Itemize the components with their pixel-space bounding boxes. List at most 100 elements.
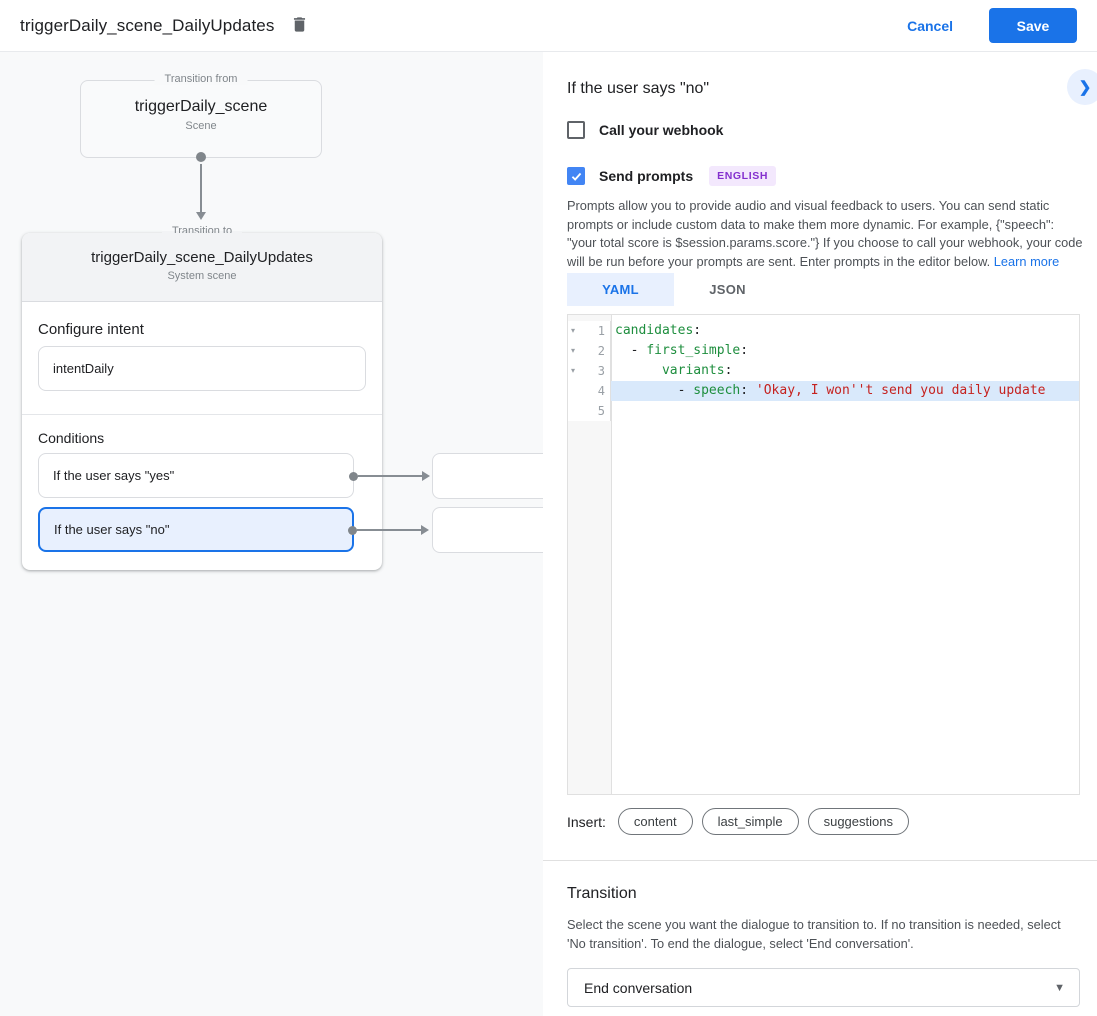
- page-title: triggerDaily_scene_DailyUpdates: [20, 15, 275, 35]
- cancel-button[interactable]: Cancel: [907, 17, 953, 34]
- code-text: variants:: [611, 361, 1079, 381]
- code-text: [611, 401, 1079, 421]
- line-gutter: 4: [568, 381, 611, 401]
- dropdown-arrow-icon: ▼: [1054, 981, 1065, 994]
- line-gutter: ▾1: [568, 321, 611, 341]
- save-button[interactable]: Save: [989, 8, 1077, 43]
- intent-name: intentDaily: [53, 361, 114, 376]
- editor-tabs: YAML JSON: [567, 273, 781, 306]
- code-line[interactable]: ▾3 variants:: [568, 361, 1079, 381]
- code-token: :: [693, 323, 702, 338]
- transition-heading: Transition: [567, 885, 637, 902]
- code-token: -: [615, 343, 647, 358]
- connector-dot: [348, 525, 357, 535]
- code-token: :: [740, 343, 749, 358]
- fold-arrow-icon[interactable]: ▾: [571, 326, 576, 335]
- code-token: [615, 363, 662, 378]
- configure-intent-heading: Configure intent: [38, 321, 144, 338]
- line-number: 4: [597, 384, 605, 398]
- line-gutter: ▾3: [568, 361, 611, 381]
- condition-label: If the user says "no": [54, 522, 170, 537]
- condition-row[interactable]: If the user says "no": [38, 507, 429, 552]
- transition-to-card: Transition to triggerDaily_scene_DailyUp…: [22, 225, 430, 570]
- transition-arrow: [358, 470, 430, 481]
- scene-graph-canvas: Transition from triggerDaily_scene Scene…: [0, 52, 543, 1016]
- language-badge: ENGLISH: [709, 166, 776, 186]
- conditions-heading: Conditions: [38, 430, 105, 446]
- code-token: variants: [661, 363, 725, 378]
- from-scene-name: triggerDaily_scene: [134, 98, 268, 115]
- send-prompts-checkbox[interactable]: [567, 167, 585, 185]
- transition-from-label: Transition from: [154, 73, 248, 85]
- transition-target-box[interactable]: [432, 507, 543, 553]
- check-icon: [571, 172, 581, 181]
- connector-dot: [196, 152, 206, 162]
- prompts-description: Prompts allow you to provide audio and v…: [567, 197, 1084, 271]
- learn-more-link[interactable]: Learn more: [993, 253, 1060, 269]
- send-prompts-label: Send prompts: [599, 168, 694, 184]
- insert-chip-last_simple[interactable]: last_simple: [701, 808, 799, 835]
- to-scene-type: System scene: [167, 270, 237, 282]
- code-line[interactable]: 5: [568, 401, 1079, 421]
- insert-chip-content[interactable]: content: [617, 808, 693, 835]
- connector-dot: [349, 471, 358, 481]
- fold-arrow-icon[interactable]: ▾: [571, 346, 576, 355]
- from-scene-type: Scene: [185, 120, 217, 132]
- collapse-panel-button[interactable]: ❯: [1067, 69, 1097, 105]
- code-text: - first_simple:: [611, 341, 1079, 361]
- transition-select-value: End conversation: [584, 979, 693, 996]
- to-scene-name: triggerDaily_scene_DailyUpdates: [91, 249, 313, 266]
- code-token: speech: [693, 383, 741, 398]
- line-gutter: 5: [568, 401, 611, 421]
- trash-icon: [290, 15, 309, 37]
- scene-card-header[interactable]: triggerDaily_scene_DailyUpdates System s…: [22, 233, 382, 302]
- insert-chips: content last_simple suggestions: [617, 808, 918, 835]
- chevron-right-icon: ❯: [1078, 79, 1092, 96]
- code-token: :: [740, 383, 756, 398]
- code-token: candidates: [615, 323, 694, 338]
- condition-label: If the user says "yes": [53, 468, 175, 483]
- code-text: candidates:: [611, 321, 1079, 341]
- insert-row: Insert: content last_simple suggestions: [567, 808, 918, 835]
- insert-chip-suggestions[interactable]: suggestions: [807, 808, 909, 835]
- code-line[interactable]: 4 - speech: 'Okay, I won''t send you dai…: [568, 381, 1079, 401]
- transition-select[interactable]: End conversation ▼: [567, 968, 1080, 1007]
- code-token: :: [724, 363, 733, 378]
- code-token: first_simple: [646, 343, 741, 358]
- transition-arrow-line: [200, 164, 202, 214]
- code-token: -: [615, 383, 694, 398]
- top-bar: triggerDaily_scene_DailyUpdates Cancel S…: [0, 0, 1097, 52]
- condition-row[interactable]: If the user says "yes": [38, 453, 430, 498]
- transition-target-box[interactable]: [432, 453, 543, 499]
- panel-title: If the user says "no": [567, 80, 710, 97]
- prompts-description-text: Prompts allow you to provide audio and v…: [567, 198, 1083, 269]
- intent-item[interactable]: intentDaily: [38, 346, 366, 391]
- transition-arrow: [357, 524, 429, 535]
- condition-detail-panel: ❯ If the user says "no" Call your webhoo…: [543, 52, 1097, 1016]
- code-token: 'Okay, I won''t send you daily update: [755, 383, 1046, 398]
- section-divider: [543, 860, 1097, 861]
- code-line[interactable]: ▾2 - first_simple:: [568, 341, 1079, 361]
- webhook-label: Call your webhook: [599, 122, 724, 138]
- line-number: 1: [597, 324, 605, 338]
- insert-label: Insert:: [567, 813, 606, 830]
- tab-json[interactable]: JSON: [709, 282, 746, 297]
- delete-button[interactable]: [290, 15, 309, 37]
- line-number: 5: [597, 404, 605, 418]
- transition-arrowhead-icon: [196, 212, 206, 220]
- transition-description: Select the scene you want the dialogue t…: [567, 917, 1061, 951]
- card-divider: [22, 414, 382, 415]
- fold-arrow-icon[interactable]: ▾: [571, 366, 576, 375]
- webhook-checkbox[interactable]: [567, 121, 585, 139]
- line-gutter: ▾2: [568, 341, 611, 361]
- condition-list: If the user says "yes" If the user says "…: [38, 453, 430, 561]
- transition-from-node[interactable]: Transition from triggerDaily_scene Scene: [80, 73, 322, 162]
- tab-yaml[interactable]: YAML: [567, 273, 674, 306]
- code-text: - speech: 'Okay, I won''t send you daily…: [611, 381, 1079, 401]
- line-number: 2: [597, 344, 605, 358]
- call-webhook-row: Call your webhook: [567, 121, 723, 139]
